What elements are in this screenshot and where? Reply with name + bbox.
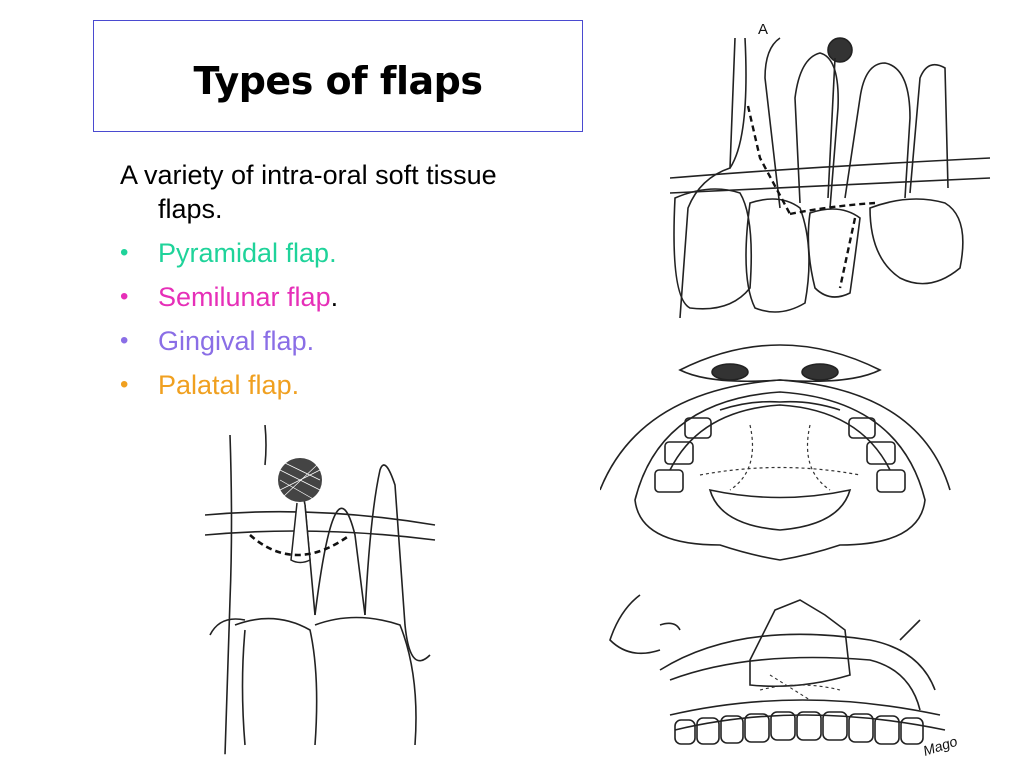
intro-line-1: A variety of intra-oral soft tissue	[120, 160, 497, 190]
semilunar-flap-illustration	[205, 425, 445, 756]
gingival-flap-label: Gingival flap.	[158, 326, 315, 356]
palatal-flap-label: Palatal flap.	[158, 370, 300, 400]
text-block: A variety of intra-oral soft tissue flap…	[120, 158, 640, 412]
slide-title: Types of flaps	[193, 59, 483, 103]
pyramidal-flap-label: Pyramidal flap.	[158, 238, 337, 268]
list-item-semilunar: • Semilunar flap.	[120, 280, 640, 314]
title-box: Types of flaps	[93, 20, 583, 132]
bullet-icon: •	[120, 327, 129, 354]
side-flap-illustration: Mago	[609, 594, 959, 759]
semilunar-flap-label: Semilunar flap	[158, 282, 331, 312]
artist-signature: Mago	[921, 733, 959, 759]
list-item-gingival: • Gingival flap.	[120, 324, 640, 358]
bullet-icon: •	[120, 283, 129, 310]
bullet-icon: •	[120, 239, 129, 266]
palatal-flap-illustration	[600, 344, 951, 561]
bullet-icon: •	[120, 371, 129, 398]
intro-line-2: flaps.	[158, 194, 223, 224]
list-item-pyramidal: • Pyramidal flap.	[120, 236, 640, 270]
flap-list: • Pyramidal flap. • Semilunar flap. • Gi…	[120, 236, 640, 402]
semilunar-period: .	[330, 282, 339, 312]
intro-paragraph: A variety of intra-oral soft tissue flap…	[120, 158, 640, 226]
figure-label: A	[758, 21, 768, 38]
pyramidal-flap-illustration: A	[670, 21, 991, 319]
list-item-palatal: • Palatal flap.	[120, 368, 640, 402]
